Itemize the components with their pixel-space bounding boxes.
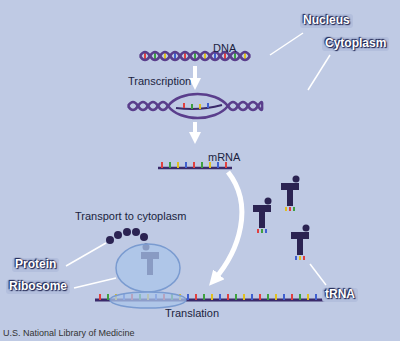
trna-symbol	[253, 198, 272, 234]
protein-chain	[106, 228, 148, 244]
process-arrow	[193, 122, 197, 138]
node-text: Transport to cytoplasm	[75, 210, 186, 223]
trna-symbol	[291, 225, 310, 261]
ribosome-symbol	[110, 244, 186, 308]
nucleus-outline	[100, 25, 290, 205]
part-label: Cytoplasm	[322, 37, 389, 51]
part-label: Ribosome	[6, 280, 70, 294]
part-label: Protein	[12, 258, 59, 272]
node-text: Translation	[165, 307, 219, 320]
trna-symbol	[281, 176, 300, 212]
part-label: Nucleus	[300, 14, 353, 28]
leader-line	[66, 33, 330, 288]
nucleus: DNA Transcription mRNA	[100, 25, 290, 205]
part-label: tRNA	[322, 288, 358, 302]
transport-arrow	[214, 172, 242, 280]
process-arrow	[193, 66, 197, 84]
node-text: Transcription	[128, 75, 191, 88]
node-text: DNA	[213, 42, 236, 55]
cell-body: Transport to cytoplasmTranslation DNA Tran…	[30, 5, 395, 335]
transcription-bubble	[128, 94, 262, 118]
cell-body-outline	[30, 5, 395, 335]
credit-note: U.S. National Library of Medicine	[3, 328, 135, 338]
node-text: mRNA	[208, 151, 240, 164]
